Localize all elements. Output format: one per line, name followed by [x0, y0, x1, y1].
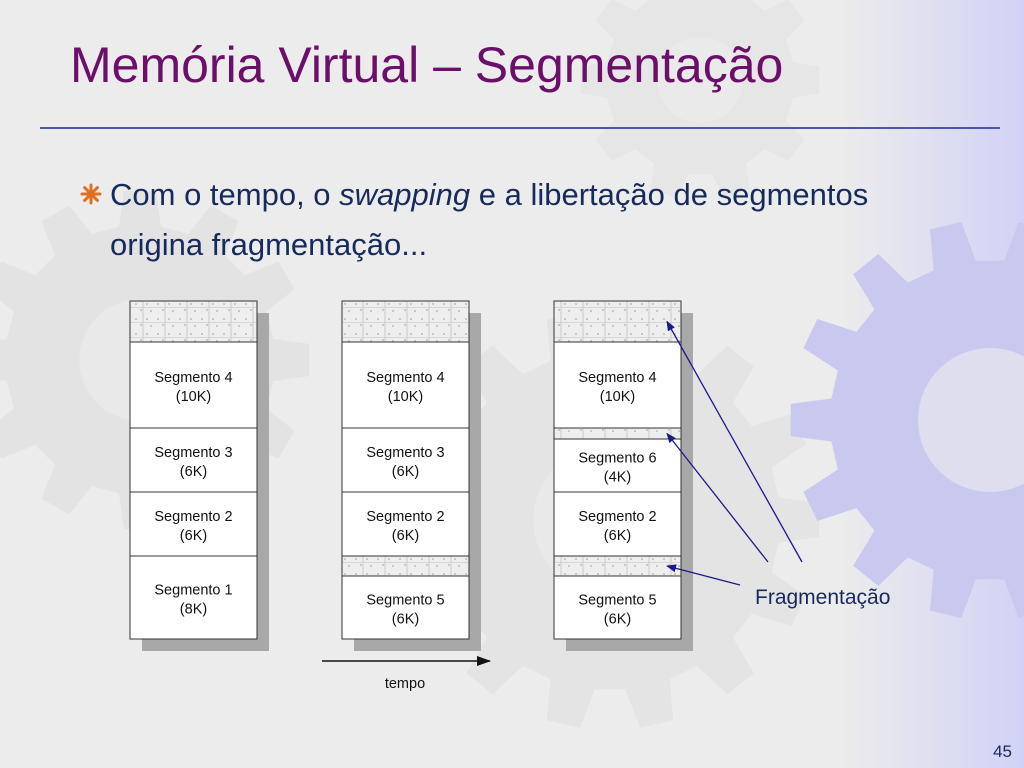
- memory-hole: [341, 300, 470, 343]
- segment-size: (10K): [388, 389, 423, 405]
- segment-name: Segmento 2: [578, 509, 656, 525]
- bullet-text: Com o tempo, o swapping e a libertação d…: [110, 170, 960, 270]
- title-underline: [40, 127, 1000, 129]
- memory-column-2: Segmento 4 (10K) Segmento 3 (6K) Segmento 2 (…: [341, 300, 481, 651]
- segment-name: Segmento 2: [366, 509, 444, 525]
- segment-block: [341, 427, 470, 493]
- segment-block: [553, 575, 682, 640]
- segment-name: Segmento 3: [154, 445, 232, 461]
- page-number: 45: [993, 742, 1012, 761]
- segment-name: Segmento 1: [154, 583, 232, 599]
- segment-block: [129, 427, 258, 493]
- segment-block: [129, 491, 258, 557]
- segment-size: (6K): [604, 612, 631, 628]
- memory-hole: [553, 427, 682, 440]
- segment-name: Segmento 5: [366, 593, 444, 609]
- segment-block: [341, 491, 470, 557]
- segment-block: [129, 555, 258, 640]
- bullet-text-after: e a libertação de segmentos origina frag…: [110, 177, 869, 262]
- memory-hole: [553, 300, 682, 343]
- segment-name: Segmento 5: [578, 593, 656, 609]
- segment-name: Segmento 2: [154, 509, 232, 525]
- segment-block: [341, 341, 470, 429]
- segment-name: Segmento 4: [154, 370, 232, 386]
- time-label: tempo: [385, 676, 425, 692]
- segment-name: Segmento 4: [578, 370, 656, 386]
- segment-block: [553, 491, 682, 557]
- memory-hole: [341, 555, 470, 577]
- segment-size: (6K): [392, 612, 419, 628]
- segment-size: (6K): [180, 528, 207, 544]
- bullet-text-italic: swapping: [339, 177, 471, 212]
- fragmentation-arrow: [666, 564, 741, 586]
- segment-name: Segmento 6: [578, 451, 656, 467]
- segment-name: Segmento 4: [366, 370, 444, 386]
- memory-columns: Segmento 4 (10K) Segmento 3 (6K) Segmento 2 (…: [129, 300, 693, 651]
- segment-block: [341, 575, 470, 640]
- segment-size: (10K): [600, 389, 635, 405]
- segment-size: (6K): [392, 464, 419, 480]
- slide-title: Memória Virtual – Segmentação: [70, 37, 784, 93]
- fragmentation-arrow: [666, 320, 803, 563]
- memory-hole: [129, 300, 258, 343]
- segment-size: (6K): [180, 464, 207, 480]
- segment-size: (8K): [180, 602, 207, 618]
- fragmentation-label: Fragmentação: [755, 586, 890, 609]
- fragmentation-arrow: [666, 432, 769, 563]
- segment-size: (6K): [604, 528, 631, 544]
- segment-name: Segmento 3: [366, 445, 444, 461]
- segment-size: (6K): [392, 528, 419, 544]
- memory-column-3: Segmento 4 (10K) Segmento 6 (4K) Segmento 2 (…: [553, 300, 693, 651]
- asterisk-bullet-icon: [80, 183, 102, 205]
- segment-size: (4K): [604, 470, 631, 486]
- memory-column-1: Segmento 4 (10K) Segmento 3 (6K) Segmento 2 (…: [129, 300, 269, 651]
- fragmentation-arrows: [666, 320, 803, 586]
- segment-size: (10K): [176, 389, 211, 405]
- memory-hole: [553, 555, 682, 577]
- bullet-point: Com o tempo, o swapping e a libertação d…: [80, 170, 960, 270]
- time-axis: tempo: [322, 656, 491, 692]
- bullet-text-before: Com o tempo, o: [110, 177, 340, 212]
